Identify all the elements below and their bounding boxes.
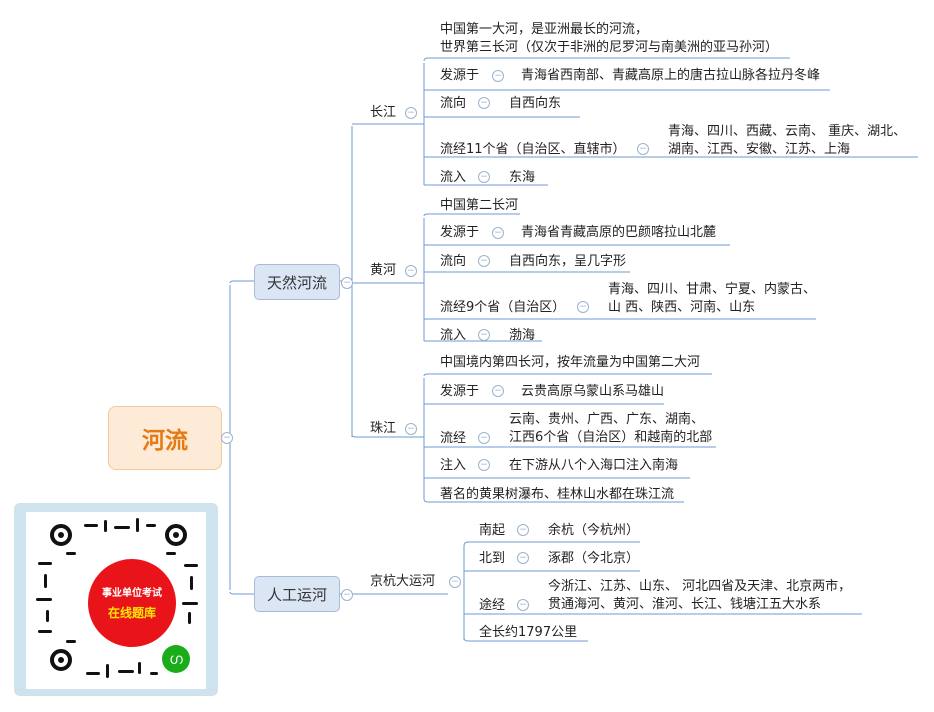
collapse-icon[interactable]: −: [478, 432, 490, 444]
huanghe-flow-label: 流向: [440, 254, 467, 269]
qr-dots-icon: [36, 518, 198, 678]
huanghe-into: 渤海: [509, 328, 536, 343]
collapse-icon[interactable]: −: [637, 143, 649, 155]
node-zhujiang[interactable]: 珠江: [370, 421, 397, 436]
changjiang-intro-2: 世界第三长河（仅次于非洲的尼罗河与南美洲的亚马孙河）: [440, 40, 779, 55]
collapse-icon[interactable]: −: [405, 107, 417, 119]
collapse-icon[interactable]: −: [478, 97, 490, 109]
changjiang-flow-label: 流向: [440, 96, 467, 111]
node-grand-canal[interactable]: 京杭大运河: [370, 574, 436, 589]
changjiang-into-label: 流入: [440, 170, 467, 185]
collapse-icon[interactable]: −: [517, 599, 529, 611]
node-huanghe[interactable]: 黄河: [370, 263, 397, 278]
qr-badge-line1: 事业单位考试: [102, 588, 162, 599]
changjiang-provinces-1: 青海、四川、西藏、云南、 重庆、湖北、: [668, 124, 907, 139]
zhujiang-flow-label: 流经: [440, 431, 467, 446]
changjiang-source-label: 发源于: [440, 68, 480, 83]
huanghe-provinces-1: 青海、四川、甘肃、宁夏、内蒙古、: [608, 282, 817, 297]
collapse-icon[interactable]: −: [341, 277, 353, 289]
zhujiang-source-label: 发源于: [440, 384, 480, 399]
changjiang-source: 青海省西南部、青藏高原上的唐古拉山脉各拉丹冬峰: [521, 68, 821, 83]
qr-badge-line2: 在线题库: [107, 606, 156, 620]
collapse-icon[interactable]: −: [577, 301, 589, 313]
huanghe-source: 青海省青藏高原的巴颜喀拉山北麓: [521, 225, 717, 240]
collapse-icon[interactable]: −: [478, 255, 490, 267]
zhujiang-into: 在下游从八个入海口注入南海: [509, 458, 679, 473]
canal-north: 涿郡（今北京）: [548, 551, 640, 566]
collapse-icon[interactable]: −: [492, 227, 504, 239]
canal-route-label: 途经: [479, 598, 506, 613]
node-changjiang[interactable]: 长江: [370, 105, 397, 120]
canal-route-2: 贯通海河、黄河、淮河、长江、钱塘江五大水系: [548, 597, 822, 612]
changjiang-intro-1: 中国第一大河，是亚洲最长的河流，: [440, 22, 649, 37]
collapse-icon[interactable]: −: [405, 265, 417, 277]
zhujiang-flow-1: 云南、贵州、广西、广东、湖南、: [509, 412, 705, 427]
changjiang-provinces-2: 湖南、江西、安徽、江苏、上海: [668, 142, 851, 157]
zhujiang-into-label: 注入: [440, 458, 467, 473]
zhujiang-intro: 中国境内第四长河，按年流量为中国第二大河: [440, 355, 701, 370]
canal-north-label: 北到: [479, 551, 506, 566]
node-artificial-canals[interactable]: 人工运河: [254, 576, 340, 612]
root-node[interactable]: 河流: [108, 406, 222, 470]
changjiang-flow: 自西向东: [509, 96, 562, 111]
collapse-icon[interactable]: −: [517, 552, 529, 564]
huanghe-provinces-2: 山 西、陕西、河南、山东: [608, 300, 756, 315]
collapse-icon[interactable]: −: [405, 423, 417, 435]
qr-code[interactable]: 事业单位考试 在线题库 ഗ: [14, 503, 218, 696]
zhujiang-note: 著名的黄果树瀑布、桂林山水都在珠江流: [440, 487, 675, 502]
node-natural-rivers[interactable]: 天然河流: [254, 264, 340, 300]
canal-south-label: 南起: [479, 523, 506, 538]
huanghe-intro: 中国第二长河: [440, 198, 519, 213]
collapse-icon[interactable]: −: [478, 171, 490, 183]
collapse-icon[interactable]: −: [221, 432, 233, 444]
zhujiang-source: 云贵高原乌蒙山系马雄山: [521, 384, 665, 399]
huanghe-into-label: 流入: [440, 328, 467, 343]
collapse-icon[interactable]: −: [341, 589, 353, 601]
mini-program-icon: ഗ: [162, 645, 190, 673]
collapse-icon[interactable]: −: [478, 329, 490, 341]
collapse-icon[interactable]: −: [449, 576, 461, 588]
canal-length: 全长约1797公里: [479, 625, 578, 640]
canal-south: 余杭（今杭州）: [548, 523, 640, 538]
huanghe-provinces-label: 流经9个省（自治区）: [440, 300, 566, 315]
collapse-icon[interactable]: −: [492, 70, 504, 82]
collapse-icon[interactable]: −: [517, 524, 529, 536]
huanghe-flow: 自西向东，呈几字形: [509, 254, 627, 269]
collapse-icon[interactable]: −: [492, 385, 504, 397]
changjiang-provinces-label: 流经11个省（自治区、直辖市）: [440, 142, 626, 157]
qr-pattern: 事业单位考试 在线题库 ഗ: [26, 512, 206, 689]
canal-route-1: 今浙江、江苏、山东、 河北四省及天津、北京两市，: [548, 579, 852, 594]
qr-badge: 事业单位考试 在线题库: [88, 559, 176, 647]
changjiang-into: 东海: [509, 170, 536, 185]
collapse-icon[interactable]: −: [478, 459, 490, 471]
huanghe-source-label: 发源于: [440, 225, 480, 240]
zhujiang-flow-2: 江西6个省（自治区）和越南的北部: [509, 430, 713, 445]
